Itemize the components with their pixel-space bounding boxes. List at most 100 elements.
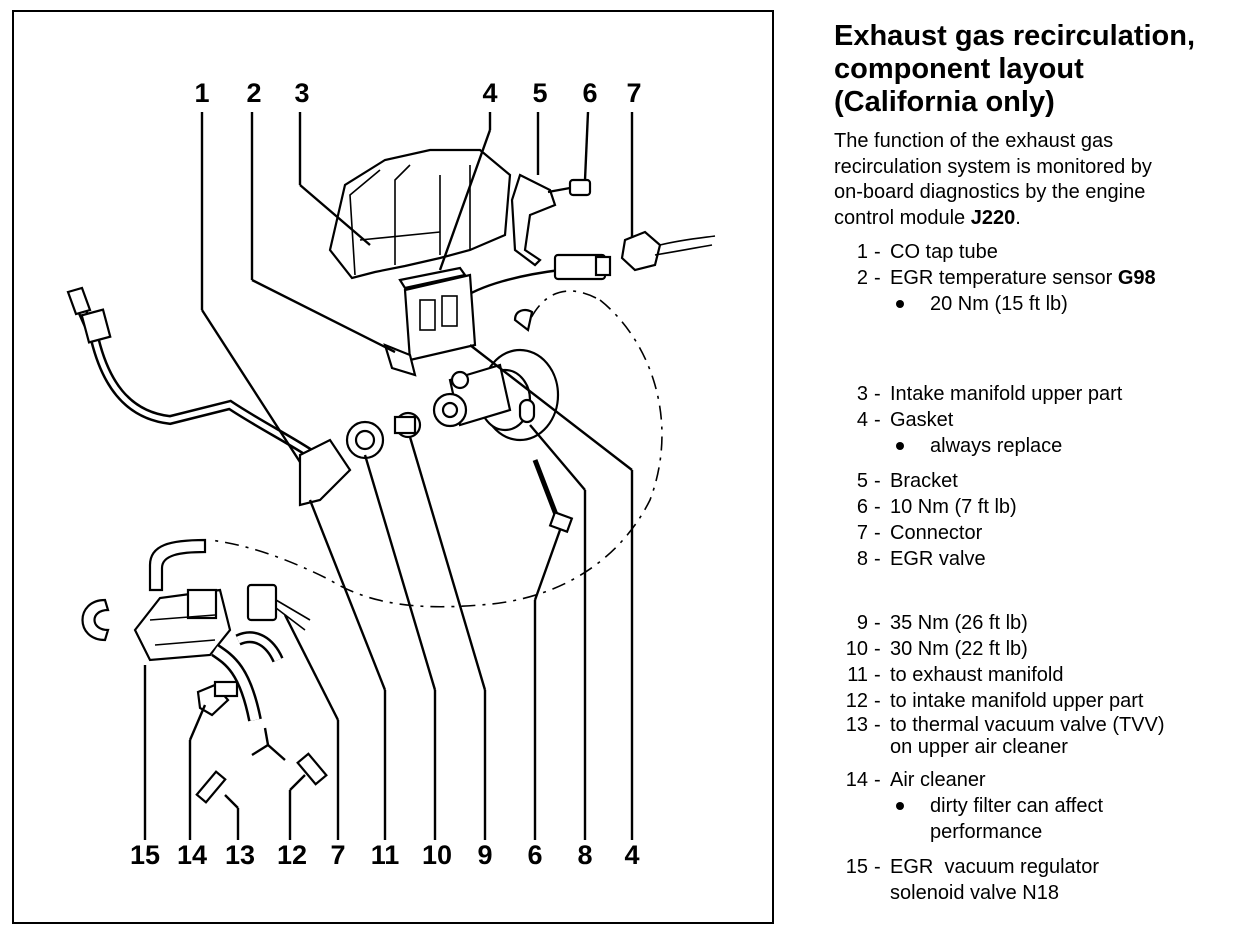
connector-lower [246, 583, 311, 631]
item-number: 1 [856, 241, 868, 263]
legend-item-7: 7-Connector [834, 520, 1244, 546]
intro-line-4: control module J220. [834, 206, 1244, 232]
callout-1-top: 1 [194, 78, 210, 108]
intro-line-1: The function of the exhaust gas [834, 130, 1114, 152]
legend-title-line-1: Exhaust gas recirculation, [834, 20, 1196, 52]
item-text: Air cleaner [890, 769, 986, 791]
item-text-continued: solenoid valve N18 [890, 882, 1059, 904]
item-subtext: dirty filter can affect [930, 795, 1104, 817]
callout-8-bottom: 8 [577, 840, 593, 870]
egr-temperature-sensor-part [383, 343, 470, 390]
callout-15-bottom: 15 [129, 840, 161, 870]
callout-10-bottom: 10 [421, 840, 453, 870]
item-dash: - [874, 714, 881, 736]
item-dash: - [874, 409, 881, 431]
item-dash: - [874, 470, 881, 492]
legend-item-4-sub: always replace [834, 433, 1244, 459]
callout-14-bottom: 14 [176, 840, 208, 870]
item-text: EGR vacuum regulator [890, 856, 1099, 878]
item-text: to exhaust manifold [890, 664, 1064, 686]
legend-item-8: 8-EGR valve [834, 546, 1244, 572]
legend-item-3: 3-Intake manifold upper part [834, 381, 1244, 407]
intro-line-4-suffix: . [1015, 206, 1021, 229]
intro-module-code: J220 [970, 206, 1016, 229]
bullet-icon [896, 300, 904, 308]
item-subtext-continued: performance [930, 821, 1043, 843]
callout-4-top: 4 [482, 78, 498, 108]
air-cleaner-part [196, 680, 239, 717]
item-number: 2 [856, 267, 868, 289]
item-text: to intake manifold upper part [890, 690, 1144, 712]
callout-11-bottom: 11 [370, 840, 400, 870]
item-number: 12 [845, 690, 868, 712]
callout-5-top: 5 [532, 78, 548, 108]
legend-item-4: 4-Gasket [834, 407, 1244, 433]
legend-title-line-2: component layout [834, 53, 1084, 85]
item-text: Gasket [890, 409, 954, 431]
long-bolt-part [532, 459, 574, 534]
item-text: EGR valve [890, 548, 986, 570]
legend-item-14-sub: dirty filter can affect performance [834, 793, 1244, 845]
callout-3-top: 3 [294, 78, 310, 108]
legend-panel: Exhaust gas recirculation, component lay… [834, 20, 1244, 906]
bottom-callout-numbers: 15 14 13 12 7 11 10 9 6 8 4 [0, 842, 780, 872]
legend-item-11: 11-to exhaust manifold [834, 662, 1244, 688]
item-text: CO tap tube [890, 241, 998, 263]
legend-item-6: 6-10 Nm (7 ft lb) [834, 494, 1244, 520]
item-text: EGR temperature sensor [890, 267, 1118, 289]
callout-7-top: 7 [626, 78, 642, 108]
legend-title-line-3: (California only) [834, 86, 1055, 118]
egr-valve-part [432, 348, 560, 442]
component-illustration [66, 111, 716, 840]
item-text: 35 Nm (26 ft lb) [890, 612, 1028, 634]
item-text: 30 Nm (22 ft lb) [890, 638, 1028, 660]
bolt-top [547, 178, 592, 197]
callout-6-bottom: 6 [527, 840, 543, 870]
item-number: 5 [856, 470, 868, 492]
co-tap-tube-part [66, 286, 323, 465]
item-text: to thermal vacuum valve (TVV) [890, 714, 1165, 736]
item-number: 14 [845, 769, 868, 791]
item-text: Intake manifold upper part [890, 383, 1123, 405]
legend-item-9: 9-35 Nm (26 ft lb) [834, 610, 1244, 636]
item-dash: - [874, 522, 881, 544]
legend-item-10: 10-30 Nm (22 ft lb) [834, 636, 1244, 662]
bullet-icon [896, 442, 904, 450]
bracket-part [510, 173, 557, 267]
callout-13-bottom: 13 [224, 840, 256, 870]
legend-item-1: 1-CO tap tube [834, 239, 1244, 265]
callout-7-bottom: 7 [330, 840, 346, 870]
intro-line-3: on-board diagnostics by the engine [834, 181, 1146, 203]
legend-item-2: 2-EGR temperature sensor G98 [834, 265, 1244, 291]
leader-lines [143, 111, 634, 840]
item-number: 15 [845, 856, 868, 878]
exhaust-pipe-part [298, 411, 422, 507]
item-dash: - [874, 267, 881, 289]
item-number: 4 [856, 409, 868, 431]
solenoid-valve-part [133, 538, 232, 662]
item-text: Connector [890, 522, 983, 544]
item-dash: - [874, 383, 881, 405]
item-subtext: 20 Nm (15 ft lb) [930, 293, 1068, 315]
item-number: 8 [856, 548, 868, 570]
bullet-icon [896, 802, 904, 810]
item-text-continued: on upper air cleaner [890, 736, 1068, 758]
item-dash: - [874, 690, 881, 712]
item-number: 9 [856, 612, 868, 634]
legend-item-2-sub: 20 Nm (15 ft lb) [834, 291, 1244, 317]
item-number: 6 [856, 496, 868, 518]
item-dash: - [874, 241, 881, 263]
legend-item-13: 13-to thermal vacuum valve (TVV)on upper… [834, 714, 1244, 758]
item-number: 3 [856, 383, 868, 405]
intro-line-4-prefix: control module [834, 206, 971, 229]
legend-item-5: 5-Bracket [834, 468, 1244, 494]
item-dash: - [874, 638, 881, 660]
gasket-part [398, 266, 477, 362]
item-subtext: always replace [930, 435, 1063, 457]
intake-manifold-upper-part [328, 148, 512, 280]
legend-item-14: 14-Air cleaner [834, 767, 1244, 793]
callout-12-bottom: 12 [276, 840, 308, 870]
item-number: 13 [845, 714, 868, 736]
item-number: 7 [856, 522, 868, 544]
